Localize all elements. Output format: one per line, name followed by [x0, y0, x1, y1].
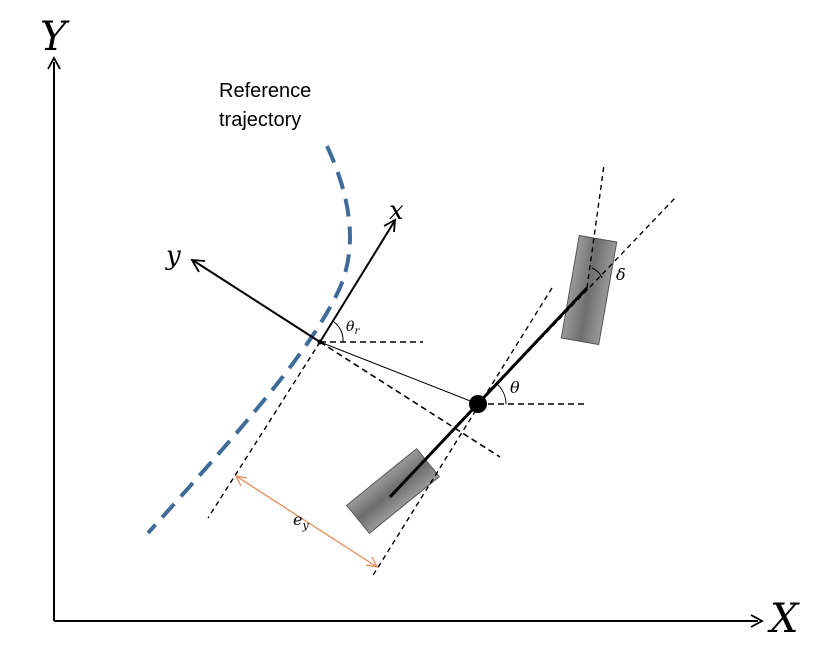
reference-trajectory [146, 145, 352, 535]
vehicle-parallel-line [371, 287, 553, 578]
local-x-axis [319, 221, 395, 343]
reference-to-vehicle-line [319, 341, 479, 405]
heading-line [477, 195, 678, 405]
theta-arc [495, 382, 507, 405]
ey-arrowhead-end [365, 556, 379, 568]
vehicle: δ θ [345, 164, 678, 578]
local-y-axis-extension [319, 341, 501, 458]
global-y-arrowhead [47, 56, 61, 70]
reference-trajectory-group: Reference trajectory [146, 80, 352, 535]
theta-label: θ [510, 378, 520, 397]
global-y-label: Y [40, 14, 70, 60]
reference-tangent-line [207, 341, 321, 519]
reference-trajectory-label-line1: Reference [219, 80, 311, 102]
theta-r-label: θr [346, 319, 360, 337]
theta-r-arc [333, 321, 344, 343]
local-x-label: x [389, 196, 404, 226]
global-x-arrowhead [750, 614, 764, 628]
lateral-error: ey [234, 475, 379, 568]
ey-arrowhead-start [234, 475, 248, 487]
delta-arc [591, 267, 603, 279]
ey-dimension-line [235, 475, 378, 568]
global-axes: X Y [40, 14, 800, 642]
local-y-arrowhead [190, 258, 206, 273]
vehicle-center [469, 395, 487, 413]
local-y-label: y [165, 241, 181, 271]
delta-label: δ [616, 265, 626, 284]
steering-line [586, 164, 605, 289]
global-x-label: X [767, 596, 800, 642]
local-y-axis [193, 260, 321, 343]
local-x-arrowhead [383, 218, 397, 233]
front-wheel [560, 234, 618, 346]
ey-label: ey [293, 510, 309, 532]
local-frame: x y θr [165, 196, 501, 519]
reference-trajectory-label-line2: trajectory [219, 109, 301, 131]
vehicle-body [388, 286, 589, 499]
